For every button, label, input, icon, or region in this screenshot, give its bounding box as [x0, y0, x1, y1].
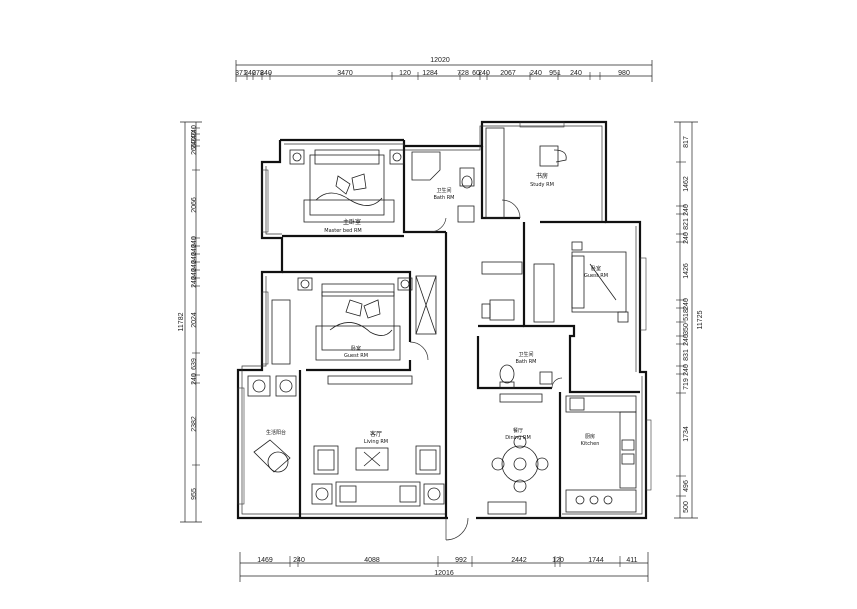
guest1-en: Guest RM [584, 273, 608, 279]
top-seg: 240 [530, 70, 542, 77]
right-seg: 821 [683, 218, 690, 230]
dining-cn: 餐厅 [513, 427, 523, 434]
bottom-seg: 240 [293, 557, 305, 564]
bottom-seg: 4088 [364, 557, 380, 564]
dining-en: Dining RM [505, 435, 531, 441]
right-seg: 240 [683, 334, 690, 346]
left-seg: 265 [191, 143, 198, 155]
living-room: 客厅 Living RM [311, 375, 445, 507]
right-seg: 240 [683, 298, 690, 310]
left-seg: 2382 [191, 416, 198, 432]
bottom-seg: 120 [552, 557, 564, 564]
dining-room: 餐厅 Dining RM [487, 393, 549, 515]
right-seg: 1462 [683, 176, 690, 192]
top-seg: 278 [252, 70, 264, 77]
right-dimension: 817 1462 240 821 240 1426 240 518 350 24… [674, 121, 704, 519]
bathroom-2: 卫生间 Bath RM [499, 351, 553, 389]
top-seg: 240 [570, 70, 582, 77]
top-seg: 2067 [500, 70, 516, 77]
left-seg: 639 [191, 358, 198, 370]
guest1-cn: 卧室 [591, 265, 601, 272]
study-room: 书房 Study RM [485, 127, 567, 219]
kitchen-cn: 厨房 [585, 433, 595, 440]
top-seg: 240 [478, 70, 490, 77]
bath1-cn: 卫生间 [436, 187, 451, 194]
top-seg: 728 [457, 70, 469, 77]
balcony-cn: 生活阳台 [266, 429, 286, 436]
right-seg: 350 [683, 323, 690, 335]
top-seg: 240 [260, 70, 272, 77]
left-seg: 2066 [191, 197, 198, 213]
bottom-seg: 2442 [511, 557, 527, 564]
right-seg: 496 [683, 480, 690, 492]
guest2-cn: 卧室 [351, 345, 361, 352]
right-seg: 817 [683, 136, 690, 148]
bottom-total-label: 12016 [434, 570, 454, 577]
right-seg: 831 [683, 349, 690, 361]
bottom-dimension: 1469 240 4088 992 2442 120 1744 411 1201… [239, 552, 649, 582]
right-seg: 518 [683, 309, 690, 321]
bathroom-1: 卫生间 Bath RM [411, 151, 475, 223]
study-cn: 书房 [536, 172, 548, 180]
top-seg: 120 [399, 70, 411, 77]
top-seg: 240 [244, 70, 256, 77]
top-total-label: 12020 [430, 57, 450, 64]
right-seg: 1426 [683, 263, 690, 279]
right-seg: 240 [683, 364, 690, 376]
left-seg: 240 [191, 252, 198, 264]
left-seg: 240 [191, 137, 198, 149]
left-seg: 240 [191, 125, 198, 137]
left-seg: 2024 [191, 312, 198, 328]
bath1-en: Bath RM [433, 195, 454, 201]
right-total-label: 11725 [697, 310, 704, 329]
study-en: Study RM [530, 182, 554, 188]
top-seg: 1284 [422, 70, 438, 77]
left-seg: 240 [191, 373, 198, 385]
bottom-seg: 992 [455, 557, 467, 564]
kitchen: 厨房 Kitchen [565, 395, 637, 513]
left-seg: 240 [191, 131, 198, 143]
left-dimension: 240 240 240 265 2066 240 240 240 240 240… [178, 121, 202, 523]
kitchen-en: Kitchen [581, 441, 600, 447]
left-seg: 955 [191, 488, 198, 500]
master-bedroom-en: Master bed RM [324, 228, 361, 234]
left-total-label: 11782 [178, 312, 185, 331]
top-seg: 60 [472, 70, 480, 77]
left-seg: 240 [191, 244, 198, 256]
top-seg: 3470 [337, 70, 353, 77]
left-seg: 240 [191, 268, 198, 280]
bottom-seg: 1469 [257, 557, 273, 564]
interior-walls [282, 146, 640, 541]
right-seg: 1734 [683, 426, 690, 442]
bath2-cn: 卫生间 [518, 351, 533, 358]
left-seg: 240 [191, 276, 198, 288]
guest-room-1: 卧室 Guest RM [533, 241, 629, 323]
left-seg: 240 [191, 260, 198, 272]
right-seg: 500 [683, 501, 690, 513]
living-en: Living RM [364, 439, 388, 445]
right-seg: 719 [683, 378, 690, 390]
top-seg: 980 [618, 70, 630, 77]
top-seg: 371 [235, 70, 247, 77]
guest2-en: Guest RM [344, 353, 368, 359]
bottom-seg: 1744 [588, 557, 604, 564]
master-bedroom-cn: 主卧室 [343, 218, 361, 226]
right-seg: 240 [683, 204, 690, 216]
hallway-cabinets [415, 261, 523, 335]
guest-room-2: 卧室 Guest RM [271, 277, 413, 365]
top-seg: 951 [549, 70, 561, 77]
balcony: 生活阳台 [247, 375, 297, 473]
top-dimension: 12020 371 240 278 240 3470 120 1284 728 … [235, 57, 653, 82]
living-cn: 客厅 [370, 430, 382, 438]
right-seg: 240 [683, 232, 690, 244]
bath2-en: Bath RM [515, 359, 536, 365]
left-seg: 240 [191, 236, 198, 248]
bottom-seg: 411 [626, 557, 637, 564]
master-bedroom: 主卧室 Master bed RM [289, 149, 405, 234]
